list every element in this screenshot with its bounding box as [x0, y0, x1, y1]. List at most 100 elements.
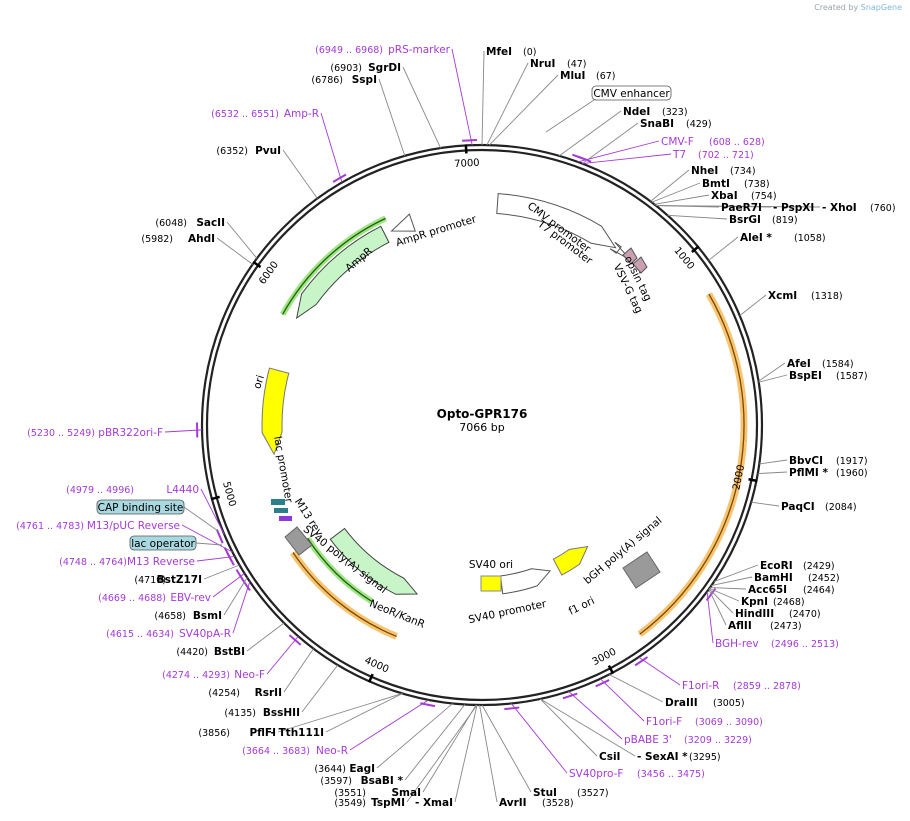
label-connector	[349, 699, 429, 751]
label-connector	[558, 110, 622, 157]
label-connector	[479, 704, 498, 803]
site-label: SnaBI	[640, 118, 674, 130]
plasmid-length: 7066 bp	[459, 421, 504, 434]
site-label: PaqCI	[781, 501, 815, 513]
site-position: (3551)	[334, 788, 366, 799]
feature-label: SV40 promoter	[467, 598, 548, 626]
site-position: (760)	[870, 203, 896, 214]
label-connector	[667, 214, 728, 220]
label-connector	[378, 78, 406, 156]
label-connector	[183, 506, 219, 532]
site-position: (1058)	[794, 233, 826, 244]
primer-position: (6532 .. 6551)	[211, 109, 279, 120]
primer-label: T7	[672, 149, 686, 161]
site-label: BssHII	[263, 707, 300, 719]
scale-tick	[464, 144, 468, 154]
label-connector	[451, 48, 473, 146]
site-label: BstZ17I	[157, 574, 202, 586]
cmv-promoter-arrow	[496, 193, 617, 249]
primer-label: BGH-rev	[715, 638, 759, 650]
primer-position: (608 .. 628)	[709, 137, 765, 148]
primer-mark	[634, 656, 649, 667]
site-position: (2468)	[773, 597, 805, 608]
label-connector	[651, 182, 701, 203]
site-label: DraIII	[665, 697, 698, 709]
primer-label: CMV-F	[661, 136, 694, 148]
feature-label: SV40 ori	[469, 559, 513, 571]
opsin-tag-shape	[622, 247, 638, 265]
label-connector	[203, 564, 240, 580]
site-label: - PspXI	[773, 202, 814, 214]
primer-position: (4979 .. 4996)	[66, 485, 134, 496]
primer-label: SV40pA-R	[179, 628, 231, 640]
primer-position: (2859 .. 2878)	[733, 681, 801, 692]
label-connector	[759, 459, 788, 465]
primer-mark	[332, 173, 347, 183]
site-position: (3549)	[334, 798, 366, 809]
label-connector	[282, 149, 318, 199]
label-connector	[181, 524, 233, 553]
site-position: (1960)	[836, 468, 868, 479]
label-connector	[223, 577, 248, 616]
primer-position: (6949 .. 6968)	[315, 45, 383, 56]
label-connector	[486, 62, 529, 146]
primer-label: M13/pUC Reverse	[87, 520, 180, 532]
site-position: (3597)	[320, 776, 352, 787]
site-position: (6786)	[311, 75, 343, 86]
cmv-enhancer-label-box	[591, 85, 672, 101]
label-connector	[164, 429, 203, 433]
site-label: - XhoI	[822, 202, 857, 214]
label-connector	[758, 374, 788, 383]
ampr-arrow	[295, 225, 390, 320]
label-connector	[638, 656, 681, 686]
m13-rev-feature	[279, 516, 292, 521]
site-position: (2464)	[803, 585, 835, 596]
site-label: AfeI	[787, 358, 811, 370]
feature-label: lac promoter	[271, 435, 295, 504]
site-label: SgrDI	[368, 62, 401, 74]
site-label: SmaI	[392, 787, 422, 799]
site-position: (819)	[772, 215, 798, 226]
site-position: (2429)	[803, 561, 835, 572]
site-label: Acc65I	[748, 584, 787, 596]
lac-operator-label: lac operator	[131, 538, 195, 550]
site-label: NheI	[691, 165, 718, 177]
site-label: EcoRI	[760, 560, 793, 572]
label-connector	[539, 698, 636, 757]
label-connector	[655, 205, 821, 208]
site-label: PflMI *	[789, 467, 828, 479]
site-position: (3644)	[314, 764, 346, 775]
snapgene-credit: Created by SnapGene	[814, 3, 902, 12]
site-position: (4135)	[224, 708, 256, 719]
scale-tick-label: 5000	[220, 481, 237, 508]
label-connector	[404, 704, 466, 781]
site-label: XbaI	[711, 190, 738, 202]
site-label: SspI	[352, 74, 377, 86]
primer-label: L4440	[166, 484, 199, 496]
scale-tick	[252, 260, 262, 269]
credit-prefix: Created by	[814, 3, 859, 12]
primer-mark	[595, 679, 610, 688]
connector-layer	[164, 48, 821, 803]
bgh-polya-shape	[622, 551, 661, 589]
site-label: - XmaI	[415, 797, 453, 809]
primer-mark	[240, 577, 251, 592]
label-connector	[582, 122, 639, 164]
site-position: (4710)	[134, 575, 166, 586]
label-connector	[216, 237, 253, 265]
label-connector	[454, 704, 478, 803]
label-connector	[481, 50, 485, 146]
cap-binding-feature	[271, 499, 285, 505]
site-position: (429)	[686, 119, 712, 130]
primer-mark	[215, 529, 224, 544]
site-label: AflII	[728, 620, 752, 632]
label-connector	[489, 74, 559, 146]
primer-mark	[562, 692, 578, 700]
primer-label: Neo-F	[234, 669, 265, 681]
primer-label: F1ori-F	[646, 716, 682, 728]
site-position: (1584)	[822, 359, 854, 370]
site-position: (1318)	[811, 291, 843, 302]
site-label: XcmI	[768, 290, 797, 302]
site-label: NdeI	[623, 106, 650, 118]
